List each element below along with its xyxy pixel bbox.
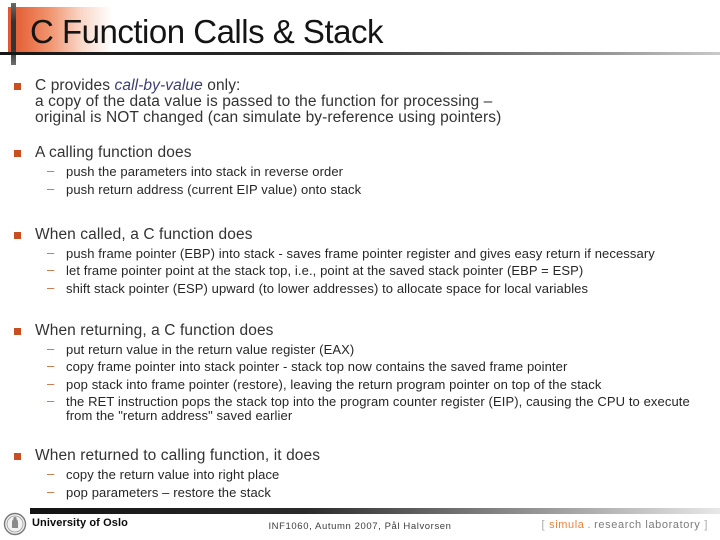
- dash-bullet-icon: –: [47, 483, 55, 499]
- square-bullet-icon: [14, 453, 21, 460]
- footer-simula-label: [simula.research laboratory]: [537, 519, 712, 531]
- bracket-close: ]: [704, 519, 708, 531]
- simula-name: simula: [549, 519, 585, 531]
- slide-title: C Function Calls & Stack: [30, 13, 383, 50]
- text-run: only:: [202, 77, 241, 94]
- footer-rule: [30, 508, 720, 514]
- section-call-by-value: C provides call-by-value only: a copy of…: [0, 78, 720, 126]
- dash-bullet-icon: –: [47, 340, 55, 356]
- section-heading: A calling function does: [35, 144, 192, 161]
- simula-rest: research laboratory: [594, 519, 701, 531]
- section-calling-function: A calling function does –push the parame…: [0, 145, 720, 197]
- title-accent-square: [8, 7, 112, 52]
- list-item: –push frame pointer (EBP) into stack - s…: [47, 244, 706, 261]
- sub-bullet-list: –push the parameters into stack in rever…: [35, 163, 706, 197]
- dash-bullet-icon: –: [47, 466, 55, 481]
- section-when-returned: When returned to calling function, it do…: [0, 448, 720, 500]
- list-item: –copy frame pointer into stack pointer -…: [47, 358, 706, 374]
- dash-bullet-icon: –: [47, 375, 55, 391]
- list-item-text: let frame pointer point at the stack top…: [66, 263, 584, 278]
- section-heading: When returning, a C function does: [35, 321, 274, 339]
- square-bullet-icon: [14, 150, 21, 157]
- slide-body: C provides call-by-value only: a copy of…: [0, 55, 720, 503]
- list-item: –shift stack pointer (ESP) upward (to lo…: [47, 279, 706, 296]
- square-bullet-icon: [14, 327, 21, 335]
- section-text: C provides call-by-value only: a copy of…: [35, 78, 706, 126]
- list-item: –copy the return value into right place: [47, 466, 706, 482]
- emphasized-term: call-by-value: [114, 77, 203, 94]
- dash-bullet-icon: –: [47, 262, 55, 277]
- title-vertical-bar: [11, 3, 16, 65]
- dash-bullet-icon: –: [47, 244, 55, 260]
- bracket-open: [: [541, 519, 546, 531]
- list-item-text: copy the return value into right place: [66, 467, 280, 482]
- list-item-text: the RET instruction pops the stack top i…: [66, 394, 690, 423]
- separator-dot: .: [587, 519, 592, 531]
- list-item: –put return value in the return value re…: [47, 340, 706, 357]
- list-item-text: pop parameters – restore the stack: [66, 484, 272, 500]
- footer-institution: University of Oslo: [32, 517, 128, 529]
- section-when-returning: When returning, a C function does –put r…: [0, 321, 720, 424]
- sub-bullet-list: –push frame pointer (EBP) into stack - s…: [35, 244, 706, 296]
- list-item: –let frame pointer point at the stack to…: [47, 262, 706, 278]
- sub-bullet-list: –copy the return value into right place …: [35, 466, 706, 500]
- dash-bullet-icon: –: [47, 279, 55, 295]
- section-heading: When called, a C function does: [35, 225, 253, 243]
- section-heading: When returned to calling function, it do…: [35, 447, 321, 464]
- list-item-text: push frame pointer (EBP) into stack - sa…: [66, 245, 655, 261]
- text-line: original is NOT changed (can simulate by…: [35, 109, 502, 126]
- list-item: –pop parameters – restore the stack: [47, 483, 706, 500]
- list-item-text: push the parameters into stack in revers…: [66, 164, 344, 179]
- list-item-text: copy frame pointer into stack pointer - …: [66, 359, 568, 374]
- dash-bullet-icon: –: [47, 358, 55, 373]
- list-item: –the RET instruction pops the stack top …: [47, 393, 706, 423]
- square-bullet-icon: [14, 231, 21, 239]
- list-item: –pop stack into frame pointer (restore),…: [47, 375, 706, 392]
- list-item-text: push return address (current EIP value) …: [66, 181, 362, 197]
- list-item: –push the parameters into stack in rever…: [47, 163, 706, 179]
- sub-bullet-list: –put return value in the return value re…: [35, 340, 706, 424]
- text-line: a copy of the data value is passed to th…: [35, 93, 493, 110]
- list-item-text: shift stack pointer (ESP) upward (to low…: [66, 280, 589, 296]
- list-item-text: pop stack into frame pointer (restore), …: [66, 376, 602, 392]
- dash-bullet-icon: –: [47, 180, 55, 196]
- section-when-called: When called, a C function does –push fra…: [0, 225, 720, 296]
- list-item-text: put return value in the return value reg…: [66, 341, 355, 357]
- dash-bullet-icon: –: [47, 163, 55, 178]
- university-of-oslo-logo-icon: [3, 512, 27, 536]
- square-bullet-icon: [14, 83, 21, 90]
- footer-course-info: INF1060, Autumn 2007, Pål Halvorsen: [268, 521, 452, 532]
- list-item: –push return address (current EIP value)…: [47, 180, 706, 197]
- title-rule: [0, 52, 720, 55]
- dash-bullet-icon: –: [47, 393, 55, 408]
- text-run: C provides: [35, 77, 115, 94]
